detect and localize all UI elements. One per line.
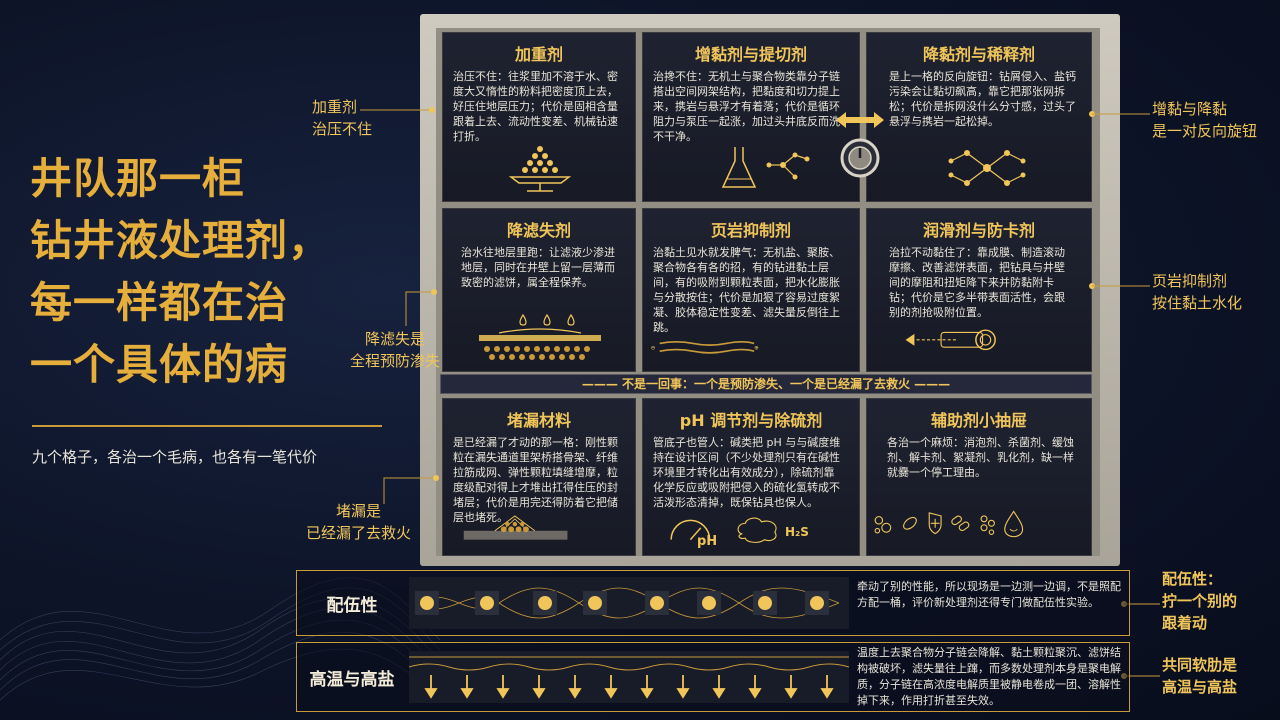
cell-ph-adjuster: pH 调节剂与除硫剂 管底子也管人：碱类把 pH 与与碱度维持在设计区间（不少处… [642,398,860,556]
row-compatibility: 配伍性 牵动了别的性能，所以现场是一边测一边调，不是照配方配一桶，评价新处理剂还… [296,570,1130,636]
note-line: 按住黏土水化 [1152,294,1243,312]
background-wave-decoration [0,577,440,701]
main-title-line-3: 每一样都在治 [30,278,289,327]
cell-title: 降滤失剂 [506,221,571,240]
note-line: 已经漏了去救火 [306,524,412,542]
subtitle: 九个格子，各治一个毛病，也各有一笔代价 [32,448,318,466]
molecule-network-icon [948,150,1026,186]
main-title-line-1: 井队那一柜 [30,154,246,203]
note-line: 堵漏是 [336,502,382,520]
svg-text:⊕: ⊕ [754,346,759,352]
ph-label: pH [697,534,718,549]
leader-right-top [1089,111,1150,117]
title-divider [32,425,382,427]
note-line: 页岩抑制剂 [1152,272,1228,290]
flask-molecule-icon [721,147,810,188]
weight-pile-icon [508,146,572,192]
knob-chain-illustration [409,577,849,629]
note-high-temp-salt: 共同软肋是 高温与高盐 [1162,654,1237,698]
cell-text: 各治一个麻烦：消泡剂、杀菌剂、缓蚀剂、解卡剂、絮凝剂、乳化剂，缺一样就爨一个停工… [887,436,1074,479]
cell-shale-inhibitor: 页岩抑制剂 治黏土见水就发脾气：无机盐、聚胺、聚合物各有各的招，有的钻进黏土层间… [642,208,860,372]
cell-title: 页岩抑制剂 [710,221,791,240]
note-weighting: 加重剂 治压不住 [312,96,372,140]
cell-title: 加重剂 [514,45,563,64]
note-fluid-loss: 降滤失是 全程预防渗失 [350,328,440,372]
cell-title: 降黏剂与稀释剂 [922,45,1035,64]
main-title-line-4: 一个具体的病 [30,340,289,389]
h2s-label: H₂S [785,525,809,539]
note-line: 增黏与降黏 [1152,100,1228,118]
note-line: 降滤失是 [365,330,426,348]
cell-title: 润滑剂与防卡剂 [922,221,1035,240]
note-line: 跟着动 [1162,614,1208,632]
note-line: 共同软肋是 [1162,656,1238,674]
cell-text: 治水往地层里跑：让滤液少渗进地层，同时在井壁上留一层薄而致密的滤饼，属全程保养。 [461,246,615,289]
note-shale-inhibitor: 页岩抑制剂 按住黏土水化 [1152,270,1242,314]
cell-weighting-agent: 加重剂 治压不住：往浆里加不溶于水、密度大又惰性的粉料把密度顶上去，好压住地层压… [442,32,636,202]
reverse-knob-icon [836,112,884,178]
cell-auxiliary-agents: 辅助剂小抽屉 各治一个麻烦：消泡剂、杀菌剂、缓蚀剂、解卡剂、絮凝剂、乳化剂，缺一… [866,398,1092,556]
svg-text:⊖: ⊖ [651,346,656,352]
clay-layer-icon: ⊖ ⊕ [651,340,759,354]
drill-pipe-icon [905,329,996,351]
row-label: 配伍性 [326,596,378,616]
note-line: 加重剂 [312,98,358,116]
cell-lost-circulation-material: 堵漏材料 是已经漏了才动的那一格：刚性颗粒在漏失通道里架桥搭骨架、纤维拉筋成网、… [442,398,636,556]
row-text: 牵动了别的性能，所以现场是一边测一边调，不是照配方配一桶，评价新处理剂还得专门做… [857,580,1121,609]
cell-title: 辅助剂小抽屉 [930,411,1027,430]
main-title-line-2: 钻井液处理剂， [30,216,332,265]
cell-title: 堵漏材料 [506,411,571,430]
note-compatibility: 配伍性： 拧一个别的 跟着动 [1162,568,1237,634]
note-line: 拧一个别的 [1162,592,1238,610]
banner-distinction: ——— 不是一回事：一个是预防渗失、一个是已经漏了去救火 ——— [440,374,1092,394]
cell-text: 治压不住：往浆里加不溶于水、密度大又惰性的粉料把密度顶上去，好压住地层压力；代价… [453,70,618,143]
note-line: 是一对反向旋钮 [1152,122,1258,140]
row-text: 温度上去聚合物分子链会降解、黏土颗粒聚沉、滤饼结构被破坏，滤失量往上蹿，而多数处… [857,646,1121,707]
note-line: 治压不住 [312,120,373,138]
note-lcm: 堵漏是 已经漏了去救火 [306,500,411,544]
bridging-particles-icon [463,515,568,540]
leader-left-bot [383,475,439,504]
cell-title: pH 调节剂与除硫剂 [679,411,823,430]
auxiliary-icons-row [874,510,1024,538]
ph-gauge-and-h2s-icon [670,517,777,543]
cell-title: 增黏剂与提切剂 [694,45,807,64]
note-line: 配伍性： [1162,570,1223,588]
cell-lubricant: 润滑剂与防卡剂 治拉不动黏住了：靠成膜、制造滚动摩擦、改善滤饼表面，把钻具与井壁… [866,208,1092,372]
leader-left-top [360,107,435,113]
cell-fluid-loss-reducer: 降滤失剂 治水往地层里跑：让滤液少渗进地层，同时在井壁上留一层薄而致密的滤饼，属… [442,208,636,372]
note-line: 高温与高盐 [1162,678,1238,696]
leader-right-mid [1089,283,1150,289]
cell-text: 治黏土见水就发脾气：无机盐、聚胺、聚合物各有各的招，有的钻进黏土层间，有的吸附到… [653,246,840,334]
cell-text: 治搀不住：无机土与聚合物类靠分子链搭出空间网架结构，把黏度和切力提上来，携岩与悬… [653,70,840,143]
main-title: 井队那一柜 钻井液处理剂， 每一样都在治 一个具体的病 [30,148,410,396]
row-label: 高温与高盐 [309,670,395,690]
cell-text: 治拉不动黏住了：靠成膜、制造滚动摩擦、改善滤饼表面，把钻具与井壁间的摩阻和扭矩降… [889,246,1065,319]
note-viscosity-knob: 增黏与降黏 是一对反向旋钮 [1152,98,1257,142]
cell-text: 是已经漏了才动的那一格：刚性颗粒在漏失通道里架桥搭骨架、纤维拉筋成网、弹性颗粒填… [453,436,618,524]
cell-viscosifier: 增黏剂与提切剂 治搀不住：无机土与聚合物类靠分子链搭出空间网架结构，把黏度和切力… [642,32,860,202]
cell-text: 管底子也管人：碱类把 pH 与与碱度维持在设计区间（不少处理剂只有在碱性环境里才… [653,436,841,509]
row-high-temp-salt: 高温与高盐 温度上去聚合物分子链会降解、黏土颗粒聚沉、滤饼结构被破坏，滤失量往上… [296,642,1130,712]
cell-text: 是上一格的反向旋钮：钻屑侵入、盐钙污染会让黏切飙高，靠它把那张网拆松；代价是拆网… [889,70,1076,128]
leader-left-mid [405,289,437,326]
downward-arrows-illustration [409,651,849,703]
cell-thinner: 降黏剂与稀释剂 是上一格的反向旋钮：钻屑侵入、盐钙污染会让黏切飙高，靠它把那张网… [866,32,1092,202]
note-line: 全程预防渗失 [350,352,441,370]
filter-cake-icon [479,313,601,360]
